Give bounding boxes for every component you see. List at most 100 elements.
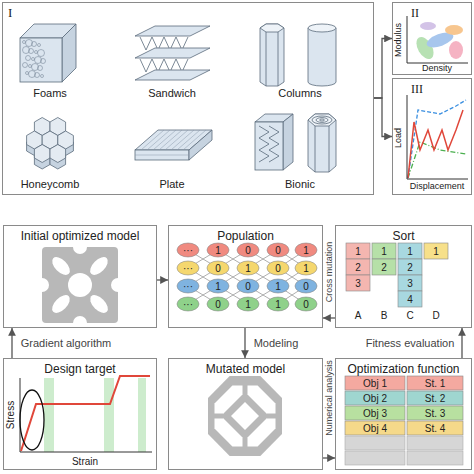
rank-number: 1 (433, 246, 439, 257)
mutated-lattice (208, 376, 282, 456)
empty-cell (407, 451, 463, 465)
objective-label: Obj 3 (363, 408, 387, 419)
gene-cell (237, 243, 259, 257)
stress-strain-chart (104, 378, 114, 452)
flow-arrow (374, 98, 392, 137)
sort-cell (372, 259, 396, 275)
gene-cell (267, 243, 289, 257)
rank-number: 1 (407, 246, 413, 257)
initial-lattice (35, 240, 125, 330)
gene-value: 1 (303, 245, 309, 256)
gene-value: ··· (183, 263, 193, 274)
plate (147, 130, 170, 150)
objective-cell (345, 391, 405, 405)
gene-cell (267, 261, 289, 275)
initial-lattice (87, 254, 111, 278)
column-prisms (308, 24, 336, 32)
axis-label: Strain (72, 456, 98, 467)
process-box: Population (168, 225, 323, 328)
gene-cell (237, 279, 259, 293)
state-label: St. 2 (425, 393, 446, 404)
flow-arrow (11, 328, 12, 358)
bionic-structures (316, 118, 328, 123)
state-cell (407, 376, 463, 390)
gene-cell (177, 297, 199, 311)
flow-arrow (157, 279, 168, 280)
process-box: Initial optimized model (3, 225, 157, 328)
stress-strain-chart (20, 378, 152, 452)
stress-strain-chart (44, 378, 54, 452)
empty-cell (345, 436, 405, 450)
sort-cell (398, 259, 422, 275)
sandwich-panel (135, 48, 210, 58)
bionic-structures (315, 126, 316, 172)
edge-label: Cross mutation (324, 241, 334, 304)
initial-lattice (68, 273, 92, 297)
state-cell (407, 391, 463, 405)
plate (135, 150, 189, 160)
process-box: Design target (3, 358, 157, 470)
box-title: Population (169, 226, 322, 243)
column-prisms (260, 24, 284, 86)
rank-number: 3 (355, 278, 361, 289)
mutated-lattice (243, 438, 248, 448)
modulus-density-chart (407, 16, 468, 63)
load-displacement-chart (407, 95, 468, 179)
mutated-lattice (243, 384, 248, 394)
honeycomb (34, 145, 50, 163)
box-title: Initial optimized model (4, 226, 156, 243)
load-displacement-chart (408, 100, 466, 178)
rank-number: 1 (355, 246, 361, 257)
column-prisms (278, 32, 279, 86)
edge-label: Numerical analysis (324, 359, 334, 437)
process-box: Optimization function (335, 358, 472, 470)
flow-arrow (374, 39, 392, 99)
gene-value: 0 (303, 299, 309, 310)
gene-value: 0 (275, 245, 281, 256)
foam-bubble (26, 72, 29, 75)
objective-cell (345, 406, 405, 420)
initial-lattice (49, 254, 73, 278)
gene-value: 0 (303, 281, 309, 292)
gene-cell (237, 261, 259, 275)
initial-lattice (42, 247, 118, 323)
rank-number: 2 (407, 262, 413, 273)
column-prisms (308, 28, 336, 86)
flow-arrow (244, 328, 245, 358)
gene-cell (177, 261, 199, 275)
gene-value: ··· (183, 281, 193, 292)
gene-value: 1 (245, 299, 251, 310)
gene-cell (295, 279, 317, 293)
sort-cell (346, 243, 370, 259)
rank-number: 1 (381, 246, 387, 257)
sandwich-panel (135, 70, 210, 80)
rank-number: 4 (407, 294, 413, 305)
structure-caption: Bionic (285, 178, 315, 190)
box-title: Optimization function (336, 359, 471, 376)
gene-value: 1 (275, 299, 281, 310)
plate (165, 130, 188, 150)
edge-label: Modeling (253, 337, 300, 349)
gene-value: 1 (245, 263, 251, 274)
plate (141, 130, 164, 150)
bionic-structures (320, 119, 325, 121)
initial-lattice (111, 278, 125, 292)
mutated-lattice (267, 414, 277, 419)
foam-bubble (29, 65, 32, 68)
gene-value: 0 (275, 263, 281, 274)
bionic-structures (329, 126, 330, 172)
sort-cell (424, 243, 448, 259)
honeycomb (27, 118, 74, 163)
state-label: St. 3 (425, 408, 446, 419)
column-prisms (260, 24, 284, 32)
bionic-structures (312, 116, 332, 124)
modulus-density-chart (413, 22, 463, 62)
structure-caption: Plate (159, 178, 184, 190)
empty-cell (407, 436, 463, 450)
stress-strain-chart (21, 376, 150, 451)
mutated-lattice (221, 392, 269, 440)
mutated-lattice (213, 414, 223, 419)
bionic-structures (269, 126, 279, 162)
box-title: I (3, 3, 373, 20)
